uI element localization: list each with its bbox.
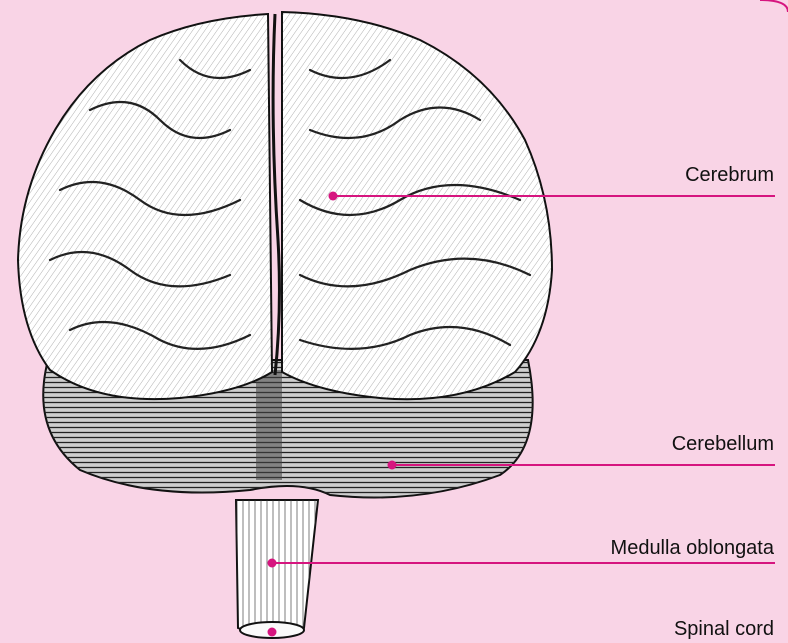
cerebrum bbox=[18, 12, 552, 399]
brainstem bbox=[236, 500, 318, 638]
medulla-oblongata-label: Medulla oblongata bbox=[611, 537, 774, 560]
cerebrum-label: Cerebrum bbox=[685, 164, 774, 187]
frame-corner bbox=[760, 0, 788, 12]
cerebellum-label: Cerebellum bbox=[672, 433, 774, 456]
spinal-cord-label: Spinal cord bbox=[674, 618, 774, 641]
spinal-cord-leader bbox=[268, 628, 277, 637]
